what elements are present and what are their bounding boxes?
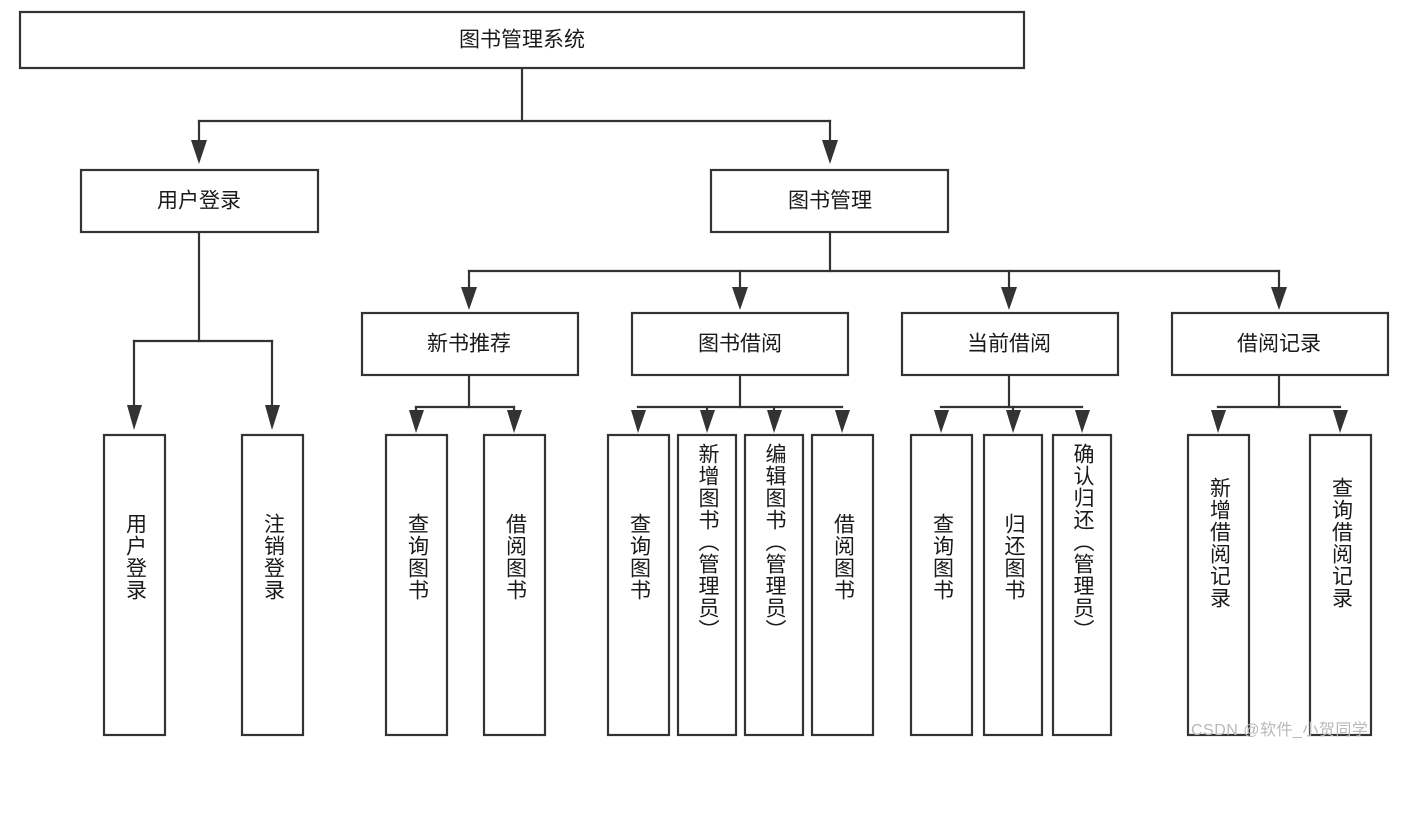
connector-group-new-book-rec — [409, 373, 522, 433]
leaf-box-user-login[interactable] — [102, 433, 167, 737]
arrowhead-leaf-user-login — [127, 405, 142, 430]
node-book-borrow[interactable] — [630, 311, 850, 377]
arrowhead-nb-leaf2 — [507, 410, 522, 433]
label-new-book-recommend: 新书推荐 — [427, 333, 511, 356]
leaf-box-confirm-return-admin[interactable] — [1051, 433, 1113, 737]
leaf-box-query-book-nb[interactable] — [384, 433, 449, 737]
node-user-login[interactable] — [79, 168, 320, 234]
arrowhead-new-book-rec — [461, 287, 477, 310]
arrowhead-br-leaf1 — [1211, 410, 1226, 433]
leaf-box-query-book-cb[interactable] — [909, 433, 974, 737]
arrowhead-current-borrow — [1001, 287, 1017, 310]
node-borrow-record[interactable] — [1170, 311, 1390, 377]
leaf-box-query-book-bb[interactable] — [606, 433, 671, 737]
arrowhead-user-login — [191, 140, 207, 164]
leaf-box-borrow-book-nb[interactable] — [482, 433, 547, 737]
leaf-box-query-borrow-record[interactable] — [1308, 433, 1373, 737]
node-book-management[interactable] — [709, 168, 950, 234]
node-current-borrow[interactable] — [900, 311, 1120, 377]
connector-group-root — [191, 66, 838, 164]
node-root-book-management-system[interactable] — [18, 10, 1026, 70]
diagram-svg: 图书管理系统 用户登录 图书管理 新书推荐 图书借阅 当前借阅 借阅记录 — [18, 10, 1390, 737]
leaf-box-return-book[interactable] — [982, 433, 1044, 737]
arrowhead-br-leaf2 — [1333, 410, 1348, 433]
connector-group-book-mgmt — [461, 230, 1287, 310]
arrowhead-book-borrow — [732, 287, 748, 310]
diagram-canvas: 图书管理系统 用户登录 图书管理 新书推荐 图书借阅 当前借阅 借阅记录 用户登… — [18, 10, 1390, 739]
leaf-box-add-borrow-record[interactable] — [1186, 433, 1251, 737]
label-root: 图书管理系统 — [459, 29, 585, 52]
leaf-box-edit-book-admin[interactable] — [743, 433, 805, 737]
arrowhead-cb-leaf1 — [934, 410, 949, 433]
label-user-login: 用户登录 — [157, 190, 241, 213]
arrowhead-bb-leaf3 — [767, 410, 782, 433]
node-new-book-recommend[interactable] — [360, 311, 580, 377]
arrowhead-cb-leaf2 — [1006, 410, 1021, 433]
watermark-credit: CSDN @软件_小贺同学 — [1191, 722, 1369, 739]
label-book-borrow: 图书借阅 — [698, 333, 782, 356]
arrowhead-leaf-logout — [265, 405, 280, 430]
connector-group-borrow-record — [1211, 373, 1348, 433]
arrowhead-book-mgmt — [822, 140, 838, 164]
label-borrow-record: 借阅记录 — [1237, 333, 1321, 356]
arrowhead-bb-leaf2 — [700, 410, 715, 433]
arrowhead-bb-leaf1 — [631, 410, 646, 433]
leaf-box-borrow-book-bb[interactable] — [810, 433, 875, 737]
arrowhead-nb-leaf1 — [409, 410, 424, 433]
label-current-borrow: 当前借阅 — [967, 333, 1051, 356]
arrowhead-borrow-record — [1271, 287, 1287, 310]
arrowhead-bb-leaf4 — [835, 410, 850, 433]
connector-group-current-borrow — [934, 373, 1090, 433]
connector-group-user-login — [127, 230, 280, 430]
connector-group-book-borrow — [631, 373, 850, 433]
leaf-box-add-book-admin[interactable] — [676, 433, 738, 737]
label-book-management: 图书管理 — [788, 190, 872, 213]
arrowhead-cb-leaf3 — [1075, 410, 1090, 433]
leaf-box-logout[interactable] — [240, 433, 305, 737]
